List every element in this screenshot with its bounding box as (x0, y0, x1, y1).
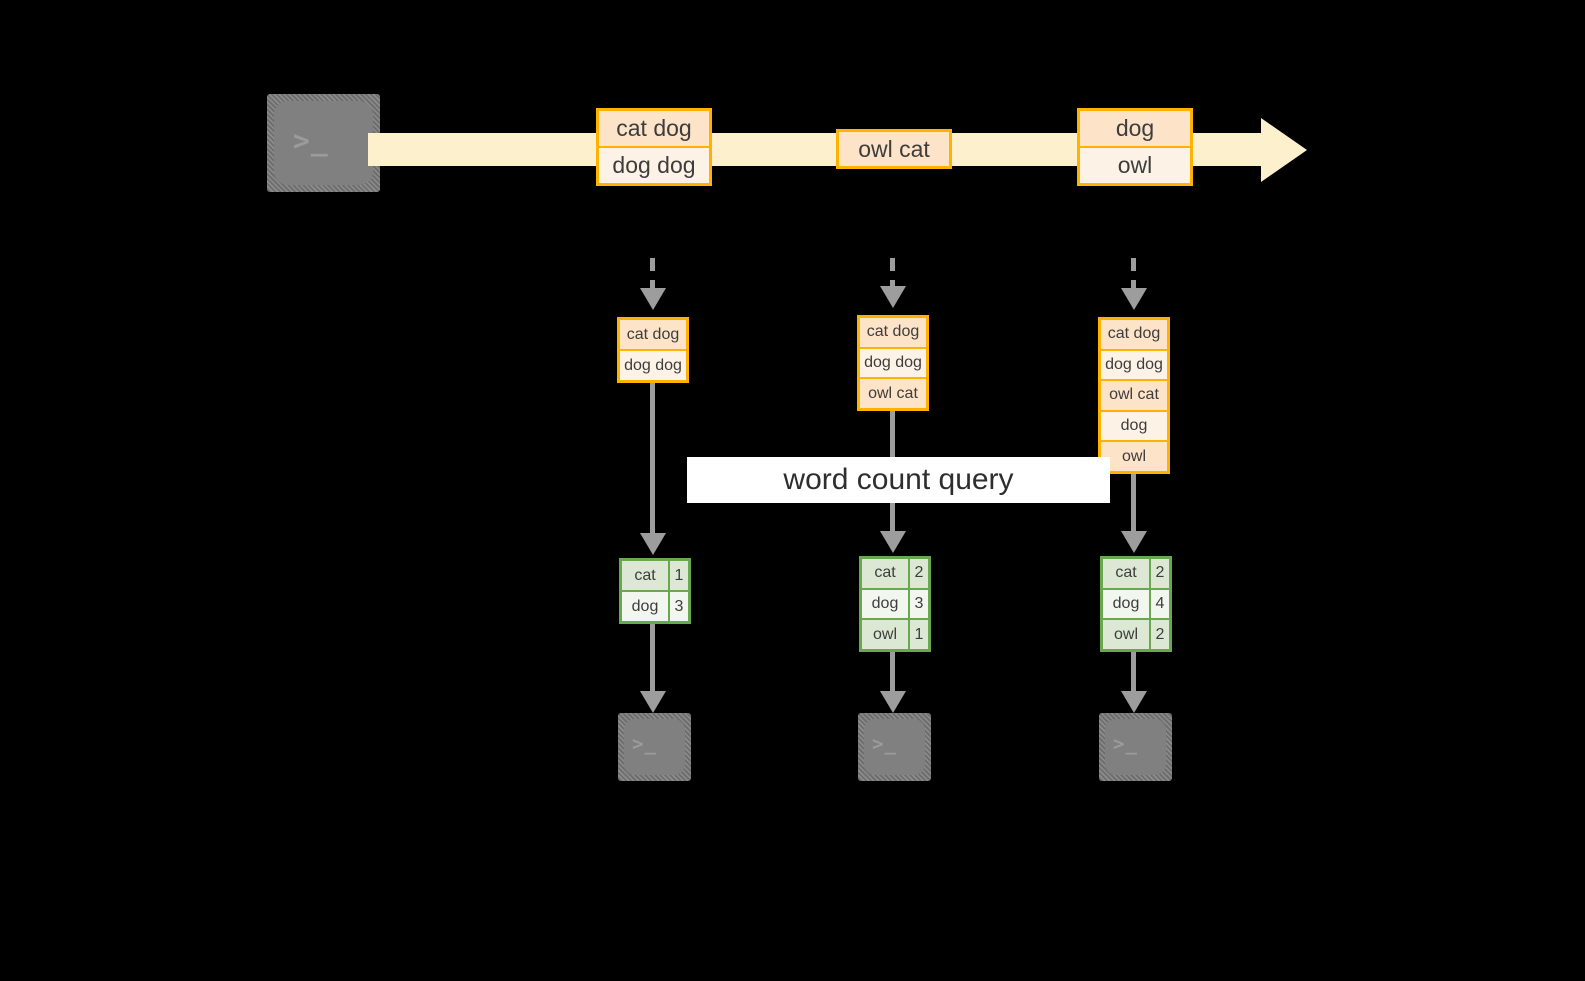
message-line: owl cat (839, 132, 949, 166)
count-cell: 3 (908, 589, 928, 619)
stream-message-3[interactable]: dog owl (1077, 108, 1193, 186)
message-line: cat dog (599, 111, 709, 146)
stream-table-1[interactable]: cat dog dog dog (617, 317, 689, 383)
message-line: dog (1080, 111, 1190, 146)
sink-arrow-2-head (880, 691, 906, 713)
query-arrow-3-head (1121, 531, 1147, 553)
stream-table-2[interactable]: cat dog dog dog owl cat (857, 315, 929, 411)
word-cell: dog (862, 589, 908, 619)
table-row: dog 3 (622, 590, 688, 621)
stream-row: dog dog (620, 349, 686, 380)
stream-message-1[interactable]: cat dog dog dog (596, 108, 712, 186)
count-cell: 2 (1149, 620, 1169, 649)
message-line: owl (1080, 146, 1190, 183)
word-cell: cat (1103, 559, 1149, 588)
result-table-1[interactable]: cat 1 dog 3 (619, 558, 691, 624)
count-cell: 1 (908, 620, 928, 649)
stream-row: dog dog (860, 346, 926, 378)
snapshot-arrow-1-shaft (650, 258, 655, 292)
stream-row: owl cat (1101, 379, 1167, 410)
consumer-terminal-icon-3: >_ (1099, 713, 1172, 781)
snapshot-arrow-2-head (880, 286, 906, 308)
sink-arrow-2-shaft (890, 652, 895, 696)
terminal-prompt-glyph: >_ (1113, 733, 1138, 755)
stream-table-3[interactable]: cat dog dog dog owl cat dog owl (1098, 317, 1170, 474)
word-cell: cat (622, 561, 668, 590)
terminal-prompt-glyph: >_ (872, 733, 897, 755)
terminal-screen (864, 719, 925, 775)
query-arrow-2-head (880, 531, 906, 553)
result-table-2[interactable]: cat 2 dog 3 owl 1 (859, 556, 931, 652)
stream-row: dog (1101, 409, 1167, 441)
query-arrow-1-shaft (650, 383, 655, 538)
snapshot-arrow-3-head (1121, 288, 1147, 310)
message-line: dog dog (599, 146, 709, 183)
query-arrow-3-shaft (1131, 474, 1136, 536)
sink-arrow-3-shaft (1131, 652, 1136, 696)
word-cell: owl (1103, 620, 1149, 649)
count-cell: 1 (668, 561, 688, 590)
stream-message-2[interactable]: owl cat (836, 129, 952, 169)
stream-row: dog dog (1101, 348, 1167, 380)
result-table-3[interactable]: cat 2 dog 4 owl 2 (1100, 556, 1172, 652)
word-cell: cat (862, 559, 908, 588)
consumer-terminal-icon-2: >_ (858, 713, 931, 781)
count-cell: 2 (908, 559, 928, 588)
terminal-screen (274, 101, 373, 185)
count-cell: 4 (1149, 589, 1169, 619)
table-row: dog 3 (862, 587, 928, 619)
stream-row: cat dog (620, 320, 686, 349)
snapshot-arrow-1-head (640, 288, 666, 310)
table-row: cat 1 (622, 561, 688, 590)
terminal-screen (1105, 719, 1166, 775)
stream-row: owl (1101, 440, 1167, 471)
count-cell: 3 (668, 592, 688, 621)
table-row: owl 2 (1103, 618, 1169, 649)
count-cell: 2 (1149, 559, 1169, 588)
sink-arrow-3-head (1121, 691, 1147, 713)
terminal-screen (624, 719, 685, 775)
table-row: owl 1 (862, 618, 928, 649)
word-cell: owl (862, 620, 908, 649)
stream-row: cat dog (860, 318, 926, 347)
table-row: cat 2 (1103, 559, 1169, 588)
sink-arrow-1-shaft (650, 624, 655, 696)
sink-arrow-1-head (640, 691, 666, 713)
producer-terminal-icon: >_ (267, 94, 380, 192)
query-arrow-1-head (640, 533, 666, 555)
terminal-prompt-glyph: >_ (293, 124, 329, 157)
stream-row: cat dog (1101, 320, 1167, 349)
table-row: dog 4 (1103, 587, 1169, 619)
snapshot-arrow-3-shaft (1131, 258, 1136, 292)
terminal-prompt-glyph: >_ (632, 733, 657, 755)
word-cell: dog (622, 592, 668, 621)
consumer-terminal-icon-1: >_ (618, 713, 691, 781)
snapshot-arrow-2-shaft (890, 258, 895, 290)
stream-row: owl cat (860, 377, 926, 408)
word-cell: dog (1103, 589, 1149, 619)
query-label: word count query (687, 457, 1110, 503)
event-stream-arrow-head (1261, 118, 1307, 182)
table-row: cat 2 (862, 559, 928, 588)
